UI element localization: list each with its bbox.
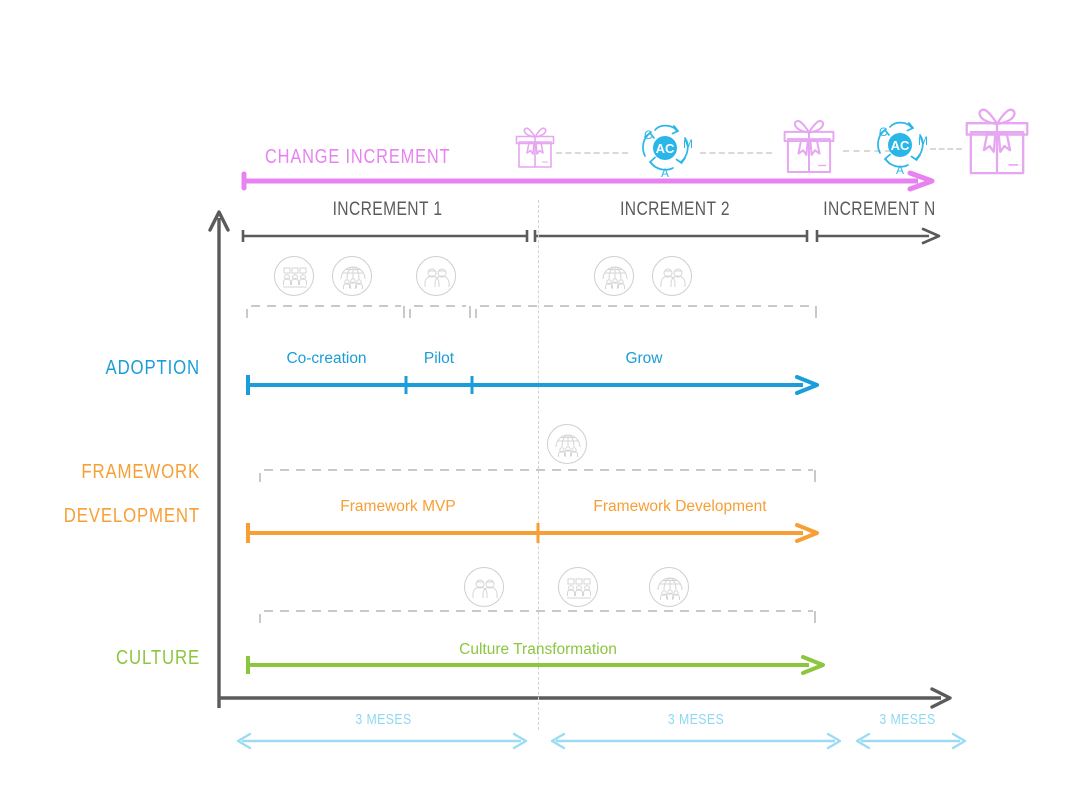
top-track-connector-2 [700, 152, 772, 155]
global-team-icon [649, 567, 689, 607]
phase-label-grow: Grow [625, 350, 663, 367]
top-track-connector-3 [843, 150, 891, 153]
top-track-connector-4 [930, 148, 962, 151]
increment-bracket-1 [241, 230, 529, 242]
lane-label-framework-line2: DEVELOPMENT [63, 505, 200, 527]
svg-text:AC: AC [891, 138, 910, 153]
increment-bracket-2 [533, 230, 809, 242]
svg-text:M: M [918, 134, 928, 148]
svg-text:M: M [683, 137, 693, 151]
ac-cycle-icon: AC C M A [633, 118, 697, 180]
framework-timeline-arrow [246, 523, 819, 543]
top-track-connector-1 [556, 152, 628, 155]
lane-label-adoption: ADOPTION [105, 357, 200, 379]
increment-bracket-n [815, 227, 941, 245]
phase-label-pilot: Pilot [423, 350, 455, 367]
duration-label-1: 3 MESES [355, 711, 412, 728]
lane-label-culture: CULTURE [116, 647, 200, 669]
duration-arrow-3 [855, 732, 967, 750]
global-team-icon [547, 424, 587, 464]
svg-text:AC: AC [656, 141, 675, 156]
duration-arrow-1 [236, 732, 528, 750]
pair-icon [416, 256, 456, 296]
ac-cycle-icon: AC C M A [868, 115, 932, 177]
phase-label-framework-development: Framework Development [593, 498, 767, 515]
phase-label-co-creation: Co-creation [286, 350, 367, 367]
axes [208, 210, 952, 709]
phase-label-culture-transformation: Culture Transformation [459, 641, 617, 658]
increment-divider-line [538, 200, 539, 730]
duration-label-3: 3 MESES [879, 711, 936, 728]
svg-text:A: A [896, 163, 904, 177]
svg-text:A: A [661, 166, 669, 180]
increment-header-n: INCREMENT N [823, 199, 936, 220]
increment-header-2: INCREMENT 2 [620, 199, 730, 220]
gift-icon [781, 118, 837, 176]
gift-icon [962, 106, 1032, 178]
change-increment-label: CHANGE INCREMENT [265, 146, 451, 168]
adoption-phase-brackets [246, 305, 817, 318]
workshop-icon [274, 256, 314, 296]
culture-phase-bracket [259, 610, 816, 623]
culture-timeline-arrow [246, 655, 825, 675]
increment-header-1: INCREMENT 1 [332, 199, 443, 220]
lane-label-framework-line1: FRAMEWORK [81, 461, 200, 483]
global-team-icon [594, 256, 634, 296]
adoption-timeline-arrow [246, 375, 819, 395]
pair-icon [464, 567, 504, 607]
gift-icon [514, 126, 556, 170]
duration-arrow-2 [550, 732, 842, 750]
change-increment-arrow [241, 170, 935, 192]
svg-text:C: C [644, 128, 653, 142]
pair-icon [652, 256, 692, 296]
workshop-icon [558, 567, 598, 607]
phase-label-framework-mvp: Framework MVP [340, 498, 456, 515]
duration-label-2: 3 MESES [667, 711, 725, 728]
global-team-icon [332, 256, 372, 296]
svg-text:C: C [879, 125, 888, 139]
framework-phase-bracket [259, 469, 816, 482]
